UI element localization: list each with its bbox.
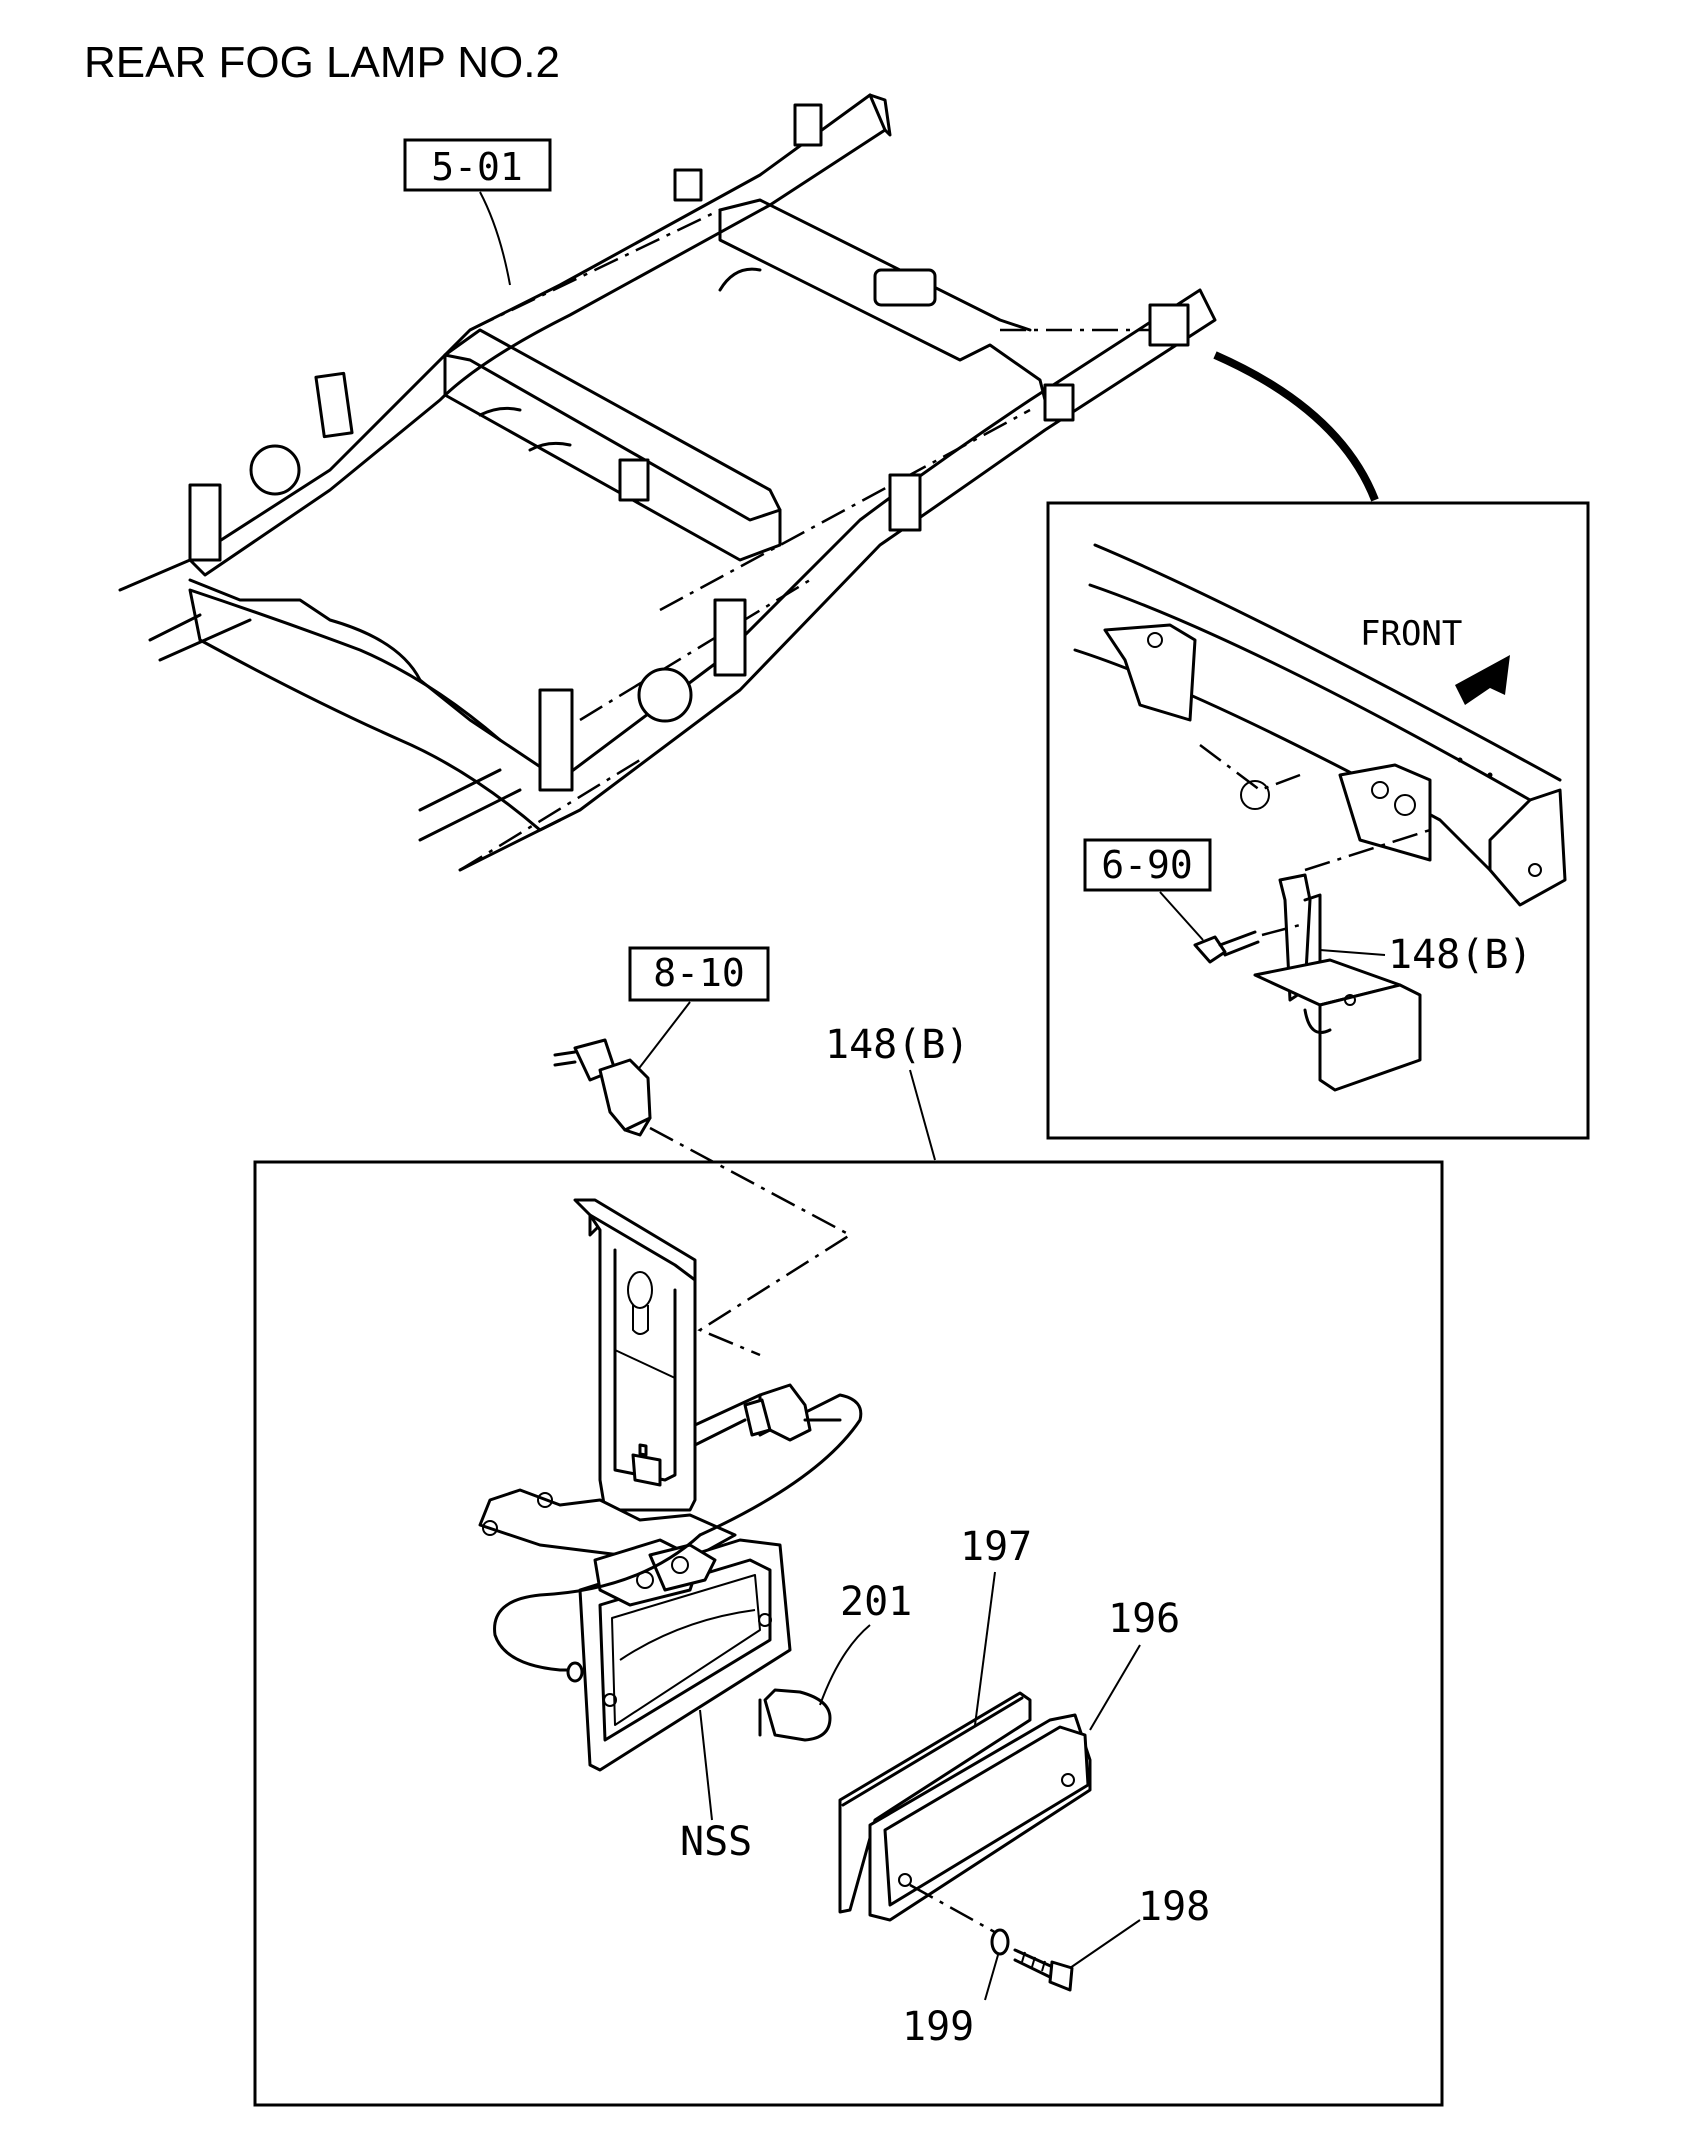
ref-box-5-01: 5-01 — [403, 138, 552, 286]
ref-box-8-10: 8-10 — [628, 946, 770, 1081]
part-148b-inset-label: 148(B) — [1388, 932, 1533, 978]
lamp-bracket — [573, 1198, 697, 1512]
part-nss-label: NSS — [680, 1819, 752, 1865]
part-148b-main-label: 148(B) — [825, 1022, 970, 1068]
washer-199 — [990, 1928, 1010, 1956]
bulb-201 — [758, 1688, 832, 1742]
screw-198 — [1013, 1948, 1074, 1992]
lamp-housing-nss — [478, 1383, 863, 1772]
ref-8-10-label: 8-10 — [653, 951, 745, 995]
lens-196 — [868, 1713, 1092, 1922]
bolt-6-90 — [1193, 930, 1260, 964]
front-label: FRONT — [1360, 614, 1462, 654]
inset-detail: FRONT 6-90 148(B) — [1046, 501, 1590, 1140]
ref-6-90-label: 6-90 — [1101, 843, 1193, 887]
page-title: REAR FOG LAMP NO.2 — [84, 38, 560, 87]
main-detail-box: NSS 201 197 196 — [253, 1160, 1444, 2107]
part-197-label: 197 — [960, 1524, 1032, 1570]
gasket-197 — [838, 1691, 1032, 1914]
connector-plug — [553, 1038, 652, 1137]
part-196-label: 196 — [1108, 1596, 1180, 1642]
front-arrow-icon — [1455, 655, 1510, 705]
part-199-label: 199 — [902, 2004, 974, 2050]
chassis-frame — [118, 93, 1217, 872]
callout-arrow — [1213, 351, 1379, 502]
ref-5-01-label: 5-01 — [431, 145, 523, 189]
part-201-label: 201 — [840, 1579, 912, 1625]
part-198-label: 198 — [1138, 1884, 1210, 1930]
